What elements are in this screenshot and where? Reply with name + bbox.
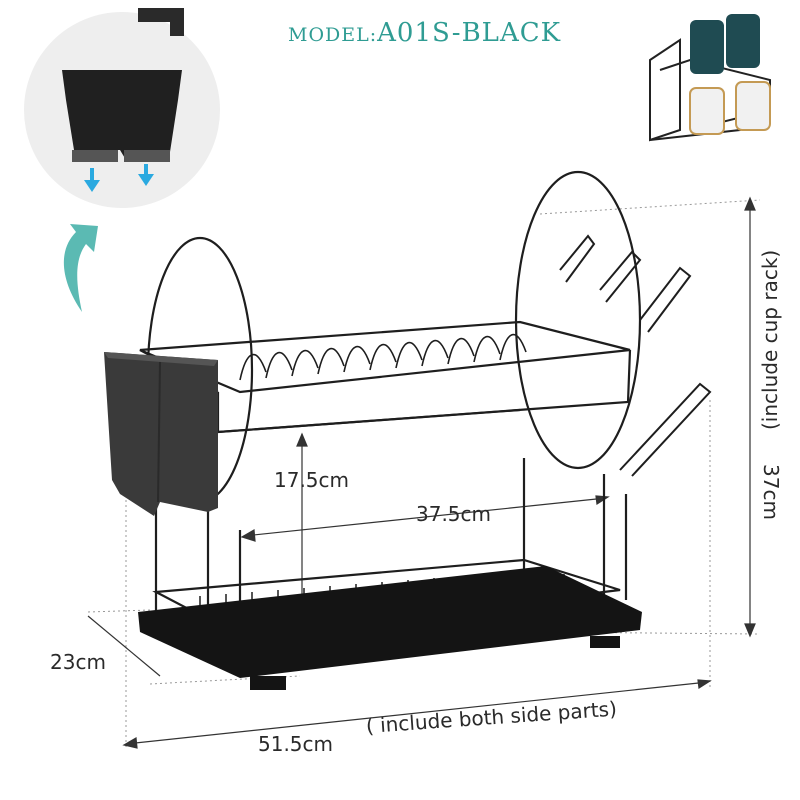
- tray-foot: [250, 676, 286, 690]
- overall-height-label: 37cm: [759, 464, 783, 520]
- depth-label: 23cm: [50, 650, 106, 674]
- tray-foot: [590, 636, 620, 648]
- cup-rack-inset: [649, 14, 771, 142]
- inner-width-label: 37.5cm: [416, 502, 492, 526]
- drain-arrow-icon: [84, 164, 154, 192]
- model-code: A01S-BLACK: [377, 18, 562, 48]
- caddy-drain-inset: [24, 8, 220, 208]
- drip-tray: [138, 566, 642, 678]
- curved-arrow-icon: [63, 224, 98, 312]
- tier-height-label: 17.5cm: [274, 468, 350, 492]
- total-width-label: 51.5cm: [258, 732, 334, 756]
- model-title: MODEL:A01S-BLACK: [288, 18, 561, 48]
- utensil-caddy: [104, 352, 218, 516]
- overall-height-note: (include cup rack): [758, 249, 782, 430]
- model-prefix: MODEL:: [288, 24, 378, 46]
